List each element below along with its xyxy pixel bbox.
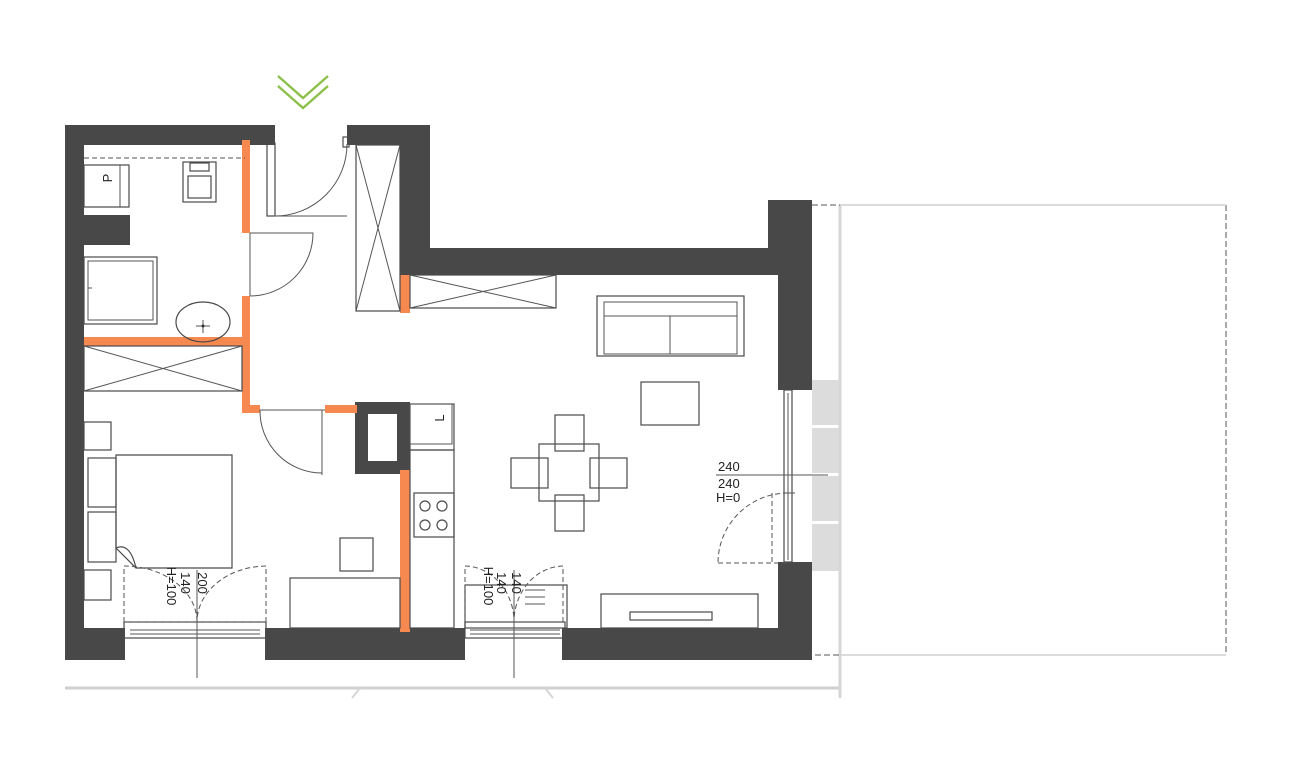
- kitchen-window: [464, 565, 568, 678]
- bedroom-wardrobe: [83, 345, 243, 392]
- bathroom-cabinet: P: [83, 164, 130, 208]
- sofa: [596, 295, 745, 357]
- kitchen-window-sill: H=100: [481, 567, 496, 606]
- bathroom-door: [249, 232, 314, 297]
- dining-set: [510, 414, 628, 532]
- tv-cabinet: [600, 593, 759, 629]
- terrace-window-width: 240: [718, 459, 740, 474]
- bathroom-cabinet-letter: P: [100, 174, 115, 183]
- terrace-window-panels: [812, 380, 839, 571]
- living-wardrobe: [409, 274, 557, 309]
- hall-bench: [289, 577, 401, 629]
- kitchen-appliance-letter: L: [432, 414, 447, 421]
- bedroom-window-width: 200: [195, 572, 210, 594]
- structural-walls: [65, 125, 812, 660]
- washbasin: [175, 301, 231, 343]
- double-chevron-down-icon: [277, 75, 329, 110]
- terrace: [812, 204, 1227, 656]
- toilet: [182, 161, 217, 203]
- hall-stool: [339, 537, 374, 572]
- shower: [83, 256, 158, 325]
- kitchen-window-height: 140: [494, 572, 509, 594]
- terrace-door: [717, 389, 795, 564]
- kitchen-window-label: 140 140 H=100: [481, 567, 524, 606]
- cooktop: [413, 492, 455, 538]
- kitchen-window-width: 140: [509, 572, 524, 594]
- coffee-table: [640, 381, 700, 426]
- terrace-window-label: 240 240 H=0: [716, 459, 828, 505]
- double-bed: [87, 454, 233, 569]
- bedroom-window-label: 200 140 H=100: [164, 567, 210, 606]
- bedroom-window: [123, 565, 267, 678]
- kitchen-counter: L: [409, 403, 455, 629]
- entrance-door: [266, 136, 350, 217]
- hall-wardrobe: [355, 144, 401, 312]
- bedroom-chest: [83, 569, 112, 601]
- partition-walls: [84, 140, 410, 632]
- bedroom-door: [259, 409, 325, 475]
- terrace-window-height: 240: [718, 476, 740, 491]
- terrace-window-sill: H=0: [716, 490, 740, 505]
- bedroom-window-height: 140: [178, 572, 193, 594]
- bedroom-nightstand: [83, 421, 112, 451]
- ground-lines: [65, 205, 842, 699]
- bedroom-window-sill: H=100: [164, 567, 179, 606]
